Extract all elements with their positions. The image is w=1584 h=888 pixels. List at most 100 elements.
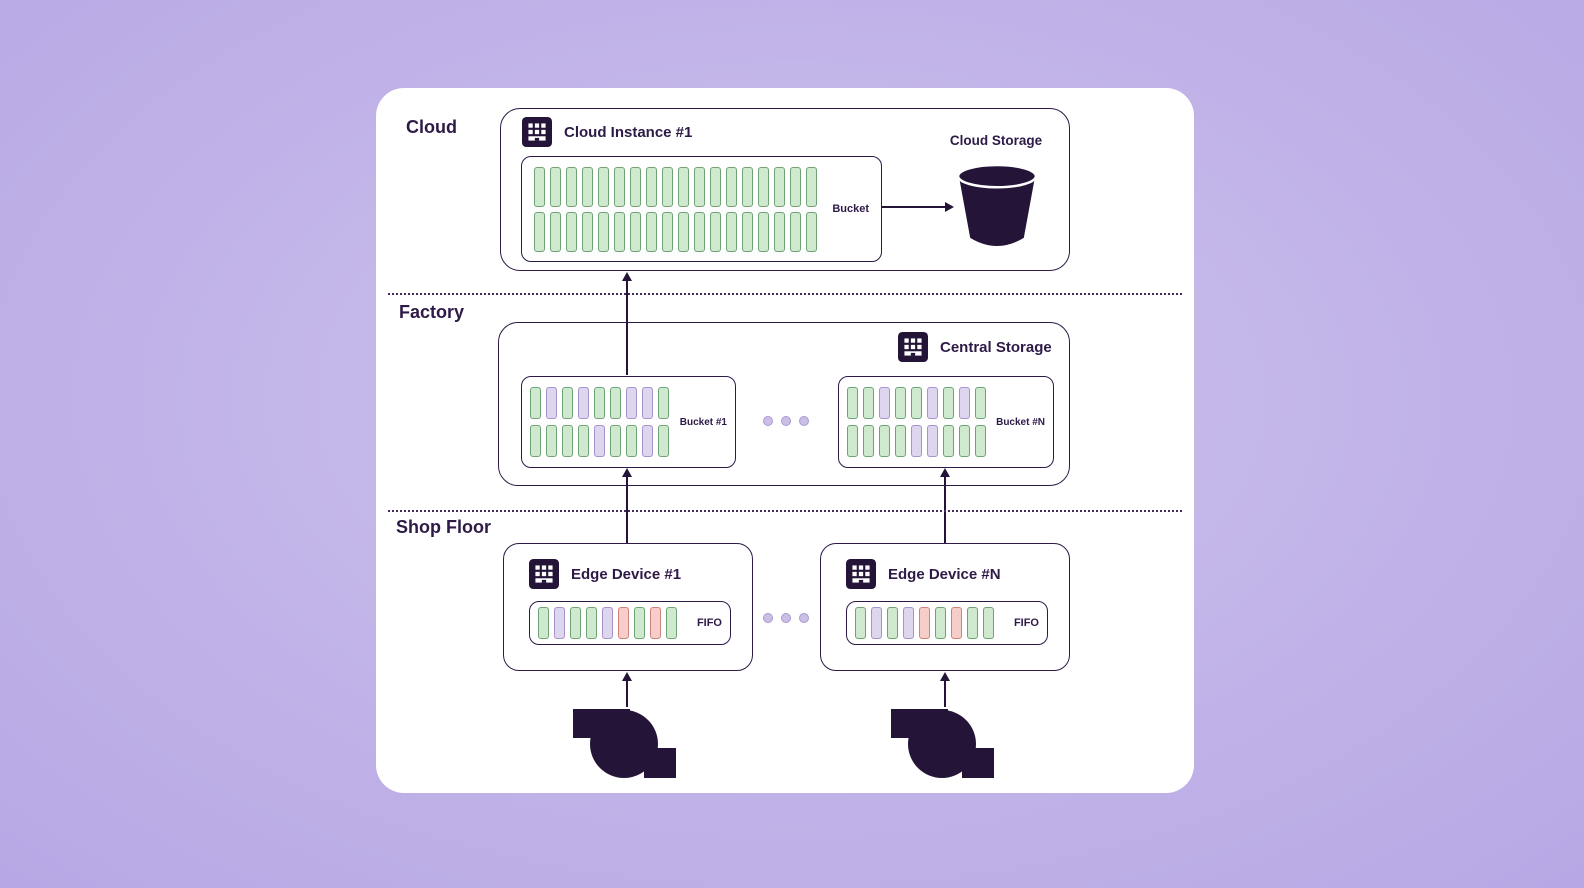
edge-device-1-fifo[interactable]: FIFO [529, 601, 731, 645]
data-slot-bar [742, 211, 753, 252]
data-slot-bar [790, 211, 801, 252]
data-slot-bar [546, 387, 557, 419]
data-slot-bar [530, 387, 541, 419]
data-slot-bar [806, 166, 817, 207]
data-slot-bar [594, 387, 605, 419]
tier-label-factory: Factory [399, 302, 465, 322]
data-slot-bar [879, 425, 890, 457]
data-slot-bar [578, 425, 589, 457]
data-slot-bar [534, 211, 545, 252]
ellipsis-icon [763, 613, 809, 623]
camera-icon[interactable] [573, 707, 676, 779]
data-slot-bar [855, 607, 866, 639]
data-slot-bar [594, 425, 605, 457]
edge-device-n-node[interactable]: Edge Device #N FIFO [820, 543, 1070, 671]
data-slot-bar [758, 166, 769, 207]
edge-device-1-title: Edge Device #1 [571, 565, 682, 583]
data-slot-bar [570, 607, 581, 639]
data-slot-bar [618, 607, 629, 639]
factory-bucket-1[interactable]: Bucket #1 [521, 376, 736, 468]
data-slot-bar [614, 211, 625, 252]
cloud-bucket-bars [534, 166, 817, 252]
data-slot-bar [742, 166, 753, 207]
data-slot-bar [634, 607, 645, 639]
datacenter-icon [898, 332, 928, 362]
arrow-edge1-to-bucket1 [622, 468, 632, 543]
data-slot-bar [530, 425, 541, 457]
data-slot-bar [943, 387, 954, 419]
data-slot-bar [630, 211, 641, 252]
cloud-bucket[interactable]: Bucket [521, 156, 882, 262]
data-slot-bar [578, 387, 589, 419]
data-slot-bar [726, 166, 737, 207]
data-slot-bar [847, 425, 858, 457]
central-storage-title: Central Storage [940, 338, 1052, 356]
camera-icon[interactable] [891, 707, 994, 779]
data-slot-bar [566, 211, 577, 252]
edge-device-1-fifo-label: FIFO [696, 617, 722, 629]
data-slot-bar [626, 425, 637, 457]
data-slot-bar [758, 211, 769, 252]
data-slot-bar [951, 607, 962, 639]
factory-bucket-1-bars [530, 387, 669, 457]
data-slot-bar [662, 166, 673, 207]
diagram-canvas: Cloud Cloud Instance #1 Bucket Cloud St [376, 88, 1194, 793]
cloud-storage-label: Cloud Storage [949, 133, 1043, 148]
data-slot-bar [658, 425, 669, 457]
data-slot-bar [566, 166, 577, 207]
data-slot-bar [538, 607, 549, 639]
data-slot-bar [642, 387, 653, 419]
data-slot-bar [895, 425, 906, 457]
divider-cloud-factory [388, 293, 1182, 295]
data-slot-bar [847, 387, 858, 419]
arrow-bucket-to-cloud-storage [882, 202, 954, 212]
datacenter-icon [846, 559, 876, 589]
data-slot-bar [694, 166, 705, 207]
edge-device-1-fifo-bars [538, 607, 677, 639]
factory-bucket-n[interactable]: Bucket #N [838, 376, 1054, 468]
data-slot-bar [967, 607, 978, 639]
data-slot-bar [919, 607, 930, 639]
edge-device-n-fifo-bars [855, 607, 994, 639]
data-slot-bar [903, 607, 914, 639]
cloud-storage-bucket-icon[interactable] [954, 163, 1040, 249]
cloud-bucket-label: Bucket [832, 203, 869, 215]
data-slot-bar [774, 166, 785, 207]
data-slot-bar [871, 607, 882, 639]
data-slot-bar [650, 607, 661, 639]
data-slot-bar [582, 166, 593, 207]
edge-device-1-node[interactable]: Edge Device #1 FIFO [503, 543, 753, 671]
arrow-cameran-to-edgen [940, 672, 950, 707]
data-slot-bar [790, 166, 801, 207]
data-slot-bar [927, 387, 938, 419]
data-slot-bar [666, 607, 677, 639]
data-slot-bar [710, 211, 721, 252]
factory-bucket-n-bars [847, 387, 986, 457]
data-slot-bar [887, 607, 898, 639]
data-slot-bar [562, 425, 573, 457]
data-slot-bar [598, 166, 609, 207]
tier-label-cloud: Cloud [406, 117, 457, 137]
data-slot-bar [694, 211, 705, 252]
data-slot-bar [546, 425, 557, 457]
data-slot-bar [586, 607, 597, 639]
data-slot-bar [726, 211, 737, 252]
data-slot-bar [614, 166, 625, 207]
divider-factory-shopfloor [388, 510, 1182, 512]
arrow-bucket1-to-cloud-instance [622, 272, 632, 375]
factory-bucket-n-label: Bucket #N [996, 416, 1045, 428]
data-slot-bar [678, 166, 689, 207]
ellipsis-icon [763, 416, 809, 426]
central-storage-node[interactable]: Central Storage Bucket #1 Bucket #N [498, 322, 1070, 486]
arrow-camera1-to-edge1 [622, 672, 632, 707]
arrow-edgen-to-bucketn [940, 468, 950, 543]
data-slot-bar [959, 425, 970, 457]
data-slot-bar [911, 387, 922, 419]
edge-device-n-fifo[interactable]: FIFO [846, 601, 1048, 645]
data-slot-bar [550, 211, 561, 252]
cloud-instance-title: Cloud Instance #1 [564, 123, 693, 141]
data-slot-bar [975, 387, 986, 419]
data-slot-bar [554, 607, 565, 639]
edge-device-n-fifo-label: FIFO [1013, 617, 1039, 629]
factory-bucket-1-label: Bucket #1 [679, 416, 727, 428]
